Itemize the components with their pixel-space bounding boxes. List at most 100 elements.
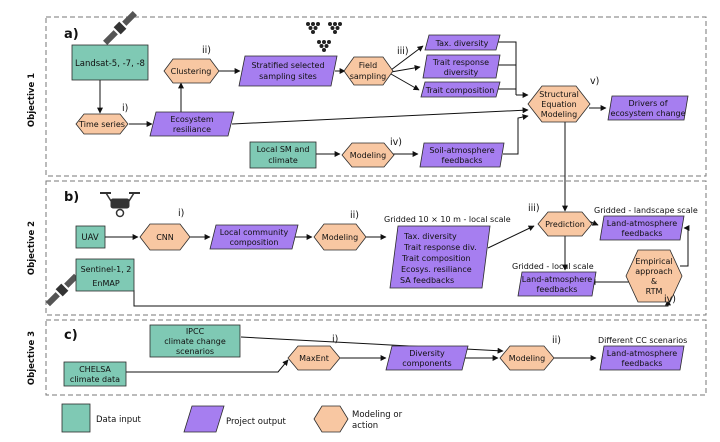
drivers-label-2: ecosystem change xyxy=(610,109,685,118)
empirical-label-2: approach xyxy=(635,267,672,276)
local-community-node xyxy=(209,224,299,250)
diversity-components-label-1: Diversity xyxy=(409,349,445,358)
time-series-label: Time series xyxy=(78,120,125,129)
ecosystem-resilience-node xyxy=(149,111,235,137)
field-sampling-label-2: sampling xyxy=(350,72,387,81)
soil-atmosphere-label-2: feedbacks xyxy=(442,156,483,165)
field-sampling-node xyxy=(343,56,394,86)
sem-label-3: Modeling xyxy=(541,110,577,119)
gridded-local-title: Gridded 10 × 10 m - local scale xyxy=(384,215,511,224)
section-b-label: b) xyxy=(64,190,79,205)
objective-2-box xyxy=(45,180,707,316)
chelsa-label-2: climate data xyxy=(70,375,120,384)
legend: Data input Project output Modeling or ac… xyxy=(61,403,403,433)
modeling-2-label: Modeling xyxy=(322,233,358,242)
step-a-i: i) xyxy=(122,103,128,114)
satellite-icon xyxy=(103,11,137,45)
legend-modeling-swatch xyxy=(313,405,349,433)
satellite-icon xyxy=(45,273,79,307)
ipcc-node xyxy=(149,324,241,358)
gridded-item-2: Trait response div. xyxy=(403,243,477,252)
sentinel-label-2: EnMAP xyxy=(92,279,120,288)
step-a-iii: iii) xyxy=(397,46,409,57)
uav-label: UAV xyxy=(81,233,98,243)
stratified-node xyxy=(238,55,338,87)
prediction-label: Prediction xyxy=(545,220,585,229)
gridded-item-1: Tax. diversity xyxy=(403,232,457,241)
gridded-local-node xyxy=(389,225,491,289)
gridded-item-3: Trait composition xyxy=(401,254,471,263)
trees-icon xyxy=(306,22,342,52)
land-atmosphere-3-label-1: Land-atmosphere xyxy=(607,349,677,358)
gridded-item-5: SA feedbacks xyxy=(400,276,454,285)
legend-data-input-label: Data input xyxy=(96,415,142,425)
gridded-local2-title: Gridded - local scale xyxy=(512,262,594,271)
trait-composition-node xyxy=(420,81,501,98)
chelsa-node xyxy=(63,361,127,387)
local-sm-node xyxy=(249,141,317,169)
ecosystem-resilience-label-1: Ecosystem xyxy=(170,115,213,124)
landsat-label: Landsat-5, -7, -8 xyxy=(75,59,145,69)
trait-response-label-2: diversity xyxy=(444,68,479,77)
stratified-label-2: sampling sites xyxy=(259,72,317,81)
modeling-1-node xyxy=(341,142,395,168)
chelsa-label-1: CHELSA xyxy=(79,365,111,374)
step-a-iv: iv) xyxy=(390,137,402,148)
drone-icon xyxy=(100,192,140,218)
objective-3-box xyxy=(45,319,707,396)
empirical-label-4: RTM xyxy=(646,287,663,296)
ipcc-label-2: climate change xyxy=(164,337,226,346)
cnn-label: CNN xyxy=(156,233,174,242)
step-b-iv: iv) xyxy=(664,294,676,305)
land-atmosphere-2-node xyxy=(517,271,597,297)
modeling-1-label: Modeling xyxy=(350,151,386,160)
cc-scenarios-title: Different CC scenarios xyxy=(598,336,687,345)
stratified-label-1: Stratified selected xyxy=(251,61,324,70)
soil-atmosphere-label-1: Soil-atmosphere xyxy=(429,146,494,155)
objective-2-label: Objective 2 xyxy=(27,221,37,275)
land-atmosphere-2-label-1: Land-atmosphere xyxy=(522,275,592,284)
modeling-3-node xyxy=(499,345,555,371)
clustering-label: Clustering xyxy=(171,67,212,76)
ecosystem-resilience-label-2: resiliance xyxy=(173,125,211,134)
section-c-label: c) xyxy=(64,328,78,343)
modeling-3-label: Modeling xyxy=(509,354,545,363)
sem-node xyxy=(527,85,591,123)
step-a-v: v) xyxy=(590,76,599,87)
sem-label-1: Structural xyxy=(539,90,579,99)
trait-composition-label: Trait composition xyxy=(425,86,495,95)
trait-response-node xyxy=(422,54,501,79)
soil-atmosphere-node xyxy=(419,142,505,168)
trait-response-label-1: Trait response xyxy=(432,58,489,67)
gridded-landscape-title: Gridded - landscape scale xyxy=(594,206,698,215)
step-b-i: i) xyxy=(178,208,184,219)
step-b-ii: ii) xyxy=(350,210,359,221)
local-sm-label-1: Local SM and xyxy=(257,145,310,154)
land-atmosphere-3-node xyxy=(599,345,685,371)
empirical-node xyxy=(625,249,683,303)
drivers-label-1: Drivers of xyxy=(628,99,667,108)
field-sampling-label-1: Field xyxy=(359,61,377,70)
step-c-ii: ii) xyxy=(552,335,561,346)
time-series-node xyxy=(75,113,129,135)
step-c-i: i) xyxy=(332,334,338,345)
land-atmosphere-1-label-1: Land-atmosphere xyxy=(607,219,677,228)
uav-node xyxy=(75,225,106,249)
land-atmosphere-3-label-2: feedbacks xyxy=(622,359,663,368)
legend-modeling-label-2: action xyxy=(352,421,378,431)
legend-project-output-swatch xyxy=(183,405,225,433)
local-sm-label-2: climate xyxy=(268,156,298,165)
objective-1-label: Objective 1 xyxy=(27,73,37,127)
landsat-node xyxy=(71,44,149,81)
prediction-node xyxy=(537,211,593,237)
ipcc-label-1: IPCC xyxy=(186,327,205,336)
tax-diversity-node xyxy=(424,34,501,51)
drivers-node xyxy=(607,95,689,121)
step-a-ii: ii) xyxy=(202,45,211,56)
land-atmosphere-1-label-2: feedbacks xyxy=(622,229,663,238)
land-atmosphere-2-label-2: feedbacks xyxy=(537,285,578,294)
empirical-label-3: & xyxy=(651,277,657,286)
empirical-label-1: Empirical xyxy=(635,257,672,266)
step-b-iii: iii) xyxy=(528,203,540,214)
diversity-components-label-2: components xyxy=(402,359,451,368)
